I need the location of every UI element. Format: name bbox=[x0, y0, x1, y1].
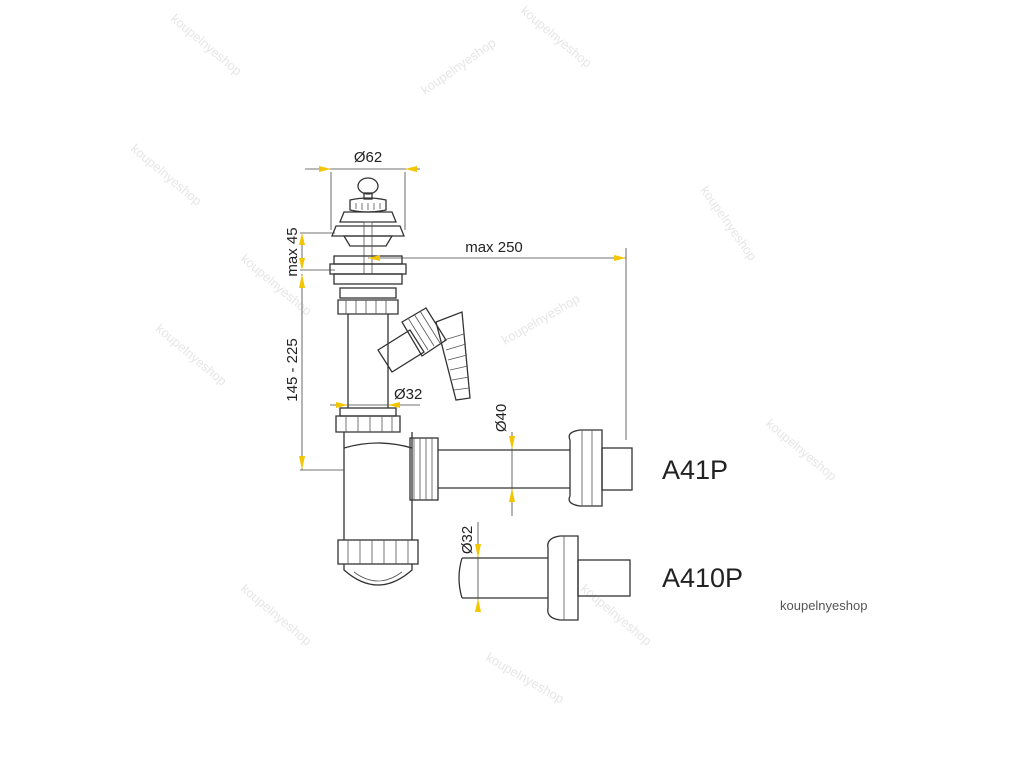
side-outlet bbox=[377, 307, 471, 401]
watermark-text: koupelnyeshop bbox=[484, 650, 567, 707]
middle-nut bbox=[335, 407, 401, 433]
arrow-icon bbox=[614, 255, 626, 261]
dim-diameter-40: Ø40 bbox=[493, 404, 510, 432]
arrow-icon bbox=[388, 402, 400, 408]
strainer-plug bbox=[331, 177, 405, 275]
arrow-icon bbox=[299, 456, 305, 470]
watermark-text: koupelnyeshop bbox=[518, 3, 595, 71]
watermark-text: koupelnyeshop bbox=[168, 11, 245, 79]
watermark-text: koupelnyeshop bbox=[499, 291, 582, 348]
arrow-icon bbox=[509, 488, 515, 502]
arrow-icon bbox=[299, 258, 305, 270]
watermark-text: koupelnyeshop bbox=[238, 581, 315, 649]
dim-diameter-62: Ø62 bbox=[354, 149, 382, 166]
arrow-icon bbox=[475, 598, 481, 612]
brand-watermark: koupelnyeshop bbox=[780, 598, 868, 613]
label-a410p: A410P bbox=[662, 563, 743, 593]
bottle-body bbox=[337, 432, 419, 586]
arrow-icon bbox=[405, 166, 417, 172]
dim-diameter-32-tube: Ø32 bbox=[459, 526, 476, 554]
watermark-text: koupelnyeshop bbox=[763, 416, 840, 484]
dim-height-range: 145 - 225 bbox=[284, 338, 301, 401]
dimension-lines bbox=[299, 166, 627, 612]
arrow-icon bbox=[299, 274, 305, 288]
arrow-icon bbox=[319, 166, 331, 172]
dim-max-45: max 45 bbox=[284, 227, 301, 276]
watermark-text: koupelnyeshop bbox=[578, 581, 655, 649]
dim-max-250: max 250 bbox=[465, 239, 523, 256]
watermarks: koupelnyeshop koupelnyeshop koupelnyesho… bbox=[128, 3, 840, 707]
dim-diameter-32-outlet: Ø32 bbox=[394, 386, 422, 403]
watermark-text: koupelnyeshop bbox=[153, 321, 230, 389]
label-a41p: A41P bbox=[662, 455, 728, 485]
arrow-icon bbox=[299, 233, 305, 245]
sink-flange bbox=[329, 255, 407, 315]
outlet-a41p bbox=[409, 429, 633, 507]
watermark-text: koupelnyeshop bbox=[128, 141, 205, 209]
arrow-icon bbox=[336, 402, 348, 408]
arrow-icon bbox=[475, 544, 481, 558]
watermark-text: koupelnyeshop bbox=[418, 35, 498, 97]
vertical-pipe bbox=[347, 314, 389, 408]
arrow-icon bbox=[368, 255, 380, 261]
watermark-text: koupelnyeshop bbox=[698, 183, 760, 263]
tube-a410p bbox=[458, 535, 631, 621]
arrow-icon bbox=[509, 436, 515, 450]
